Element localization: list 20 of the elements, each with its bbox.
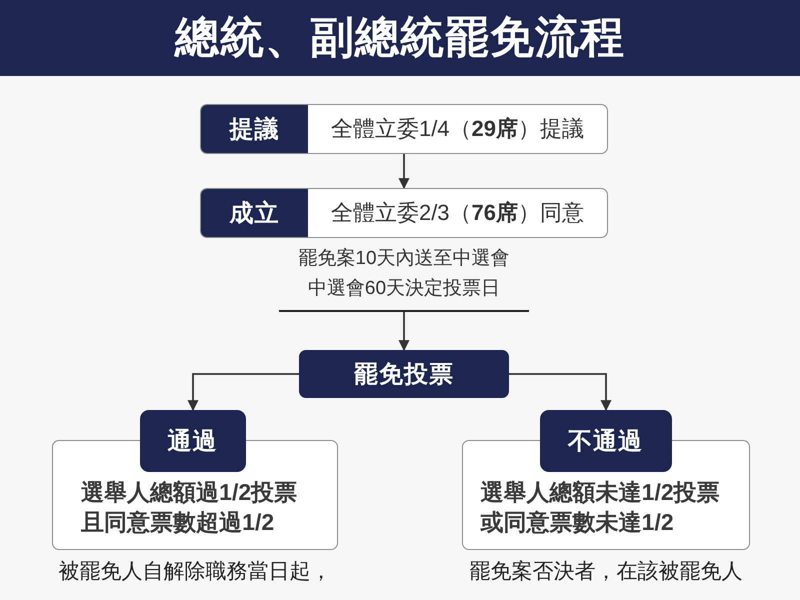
step-description: 全體立委2/3（76席）同意 bbox=[330, 200, 584, 226]
result-note: 罷免案否決者，在該被罷免人 bbox=[470, 559, 742, 585]
result-tab: 不通過 bbox=[540, 410, 672, 472]
step-label: 成立 bbox=[201, 189, 308, 237]
step-description: 全體立委1/4（29席）提議 bbox=[330, 116, 584, 142]
step-label: 提議 bbox=[201, 105, 308, 153]
diagram-title: 總統、副總統罷免流程 bbox=[175, 12, 625, 64]
arrow bbox=[509, 373, 612, 412]
arrow bbox=[188, 373, 299, 412]
arrow bbox=[398, 312, 410, 352]
step-box bbox=[200, 188, 608, 238]
result-condition: 選舉人總額過1/2投票且同意票數超過1/2 bbox=[81, 478, 298, 537]
arrow bbox=[398, 154, 410, 190]
note-line: 中選會60天決定投票日 bbox=[308, 277, 500, 301]
step-box bbox=[200, 104, 608, 154]
process-box: 罷免投票 bbox=[299, 350, 509, 398]
result-note: 被罷免人自解除職務當日起， bbox=[58, 559, 332, 585]
note-line: 罷免案10天內送至中選會 bbox=[298, 246, 510, 271]
result-tab: 通過 bbox=[140, 410, 246, 472]
result-condition: 選舉人總額未達1/2投票或同意票數未達1/2 bbox=[480, 478, 721, 537]
